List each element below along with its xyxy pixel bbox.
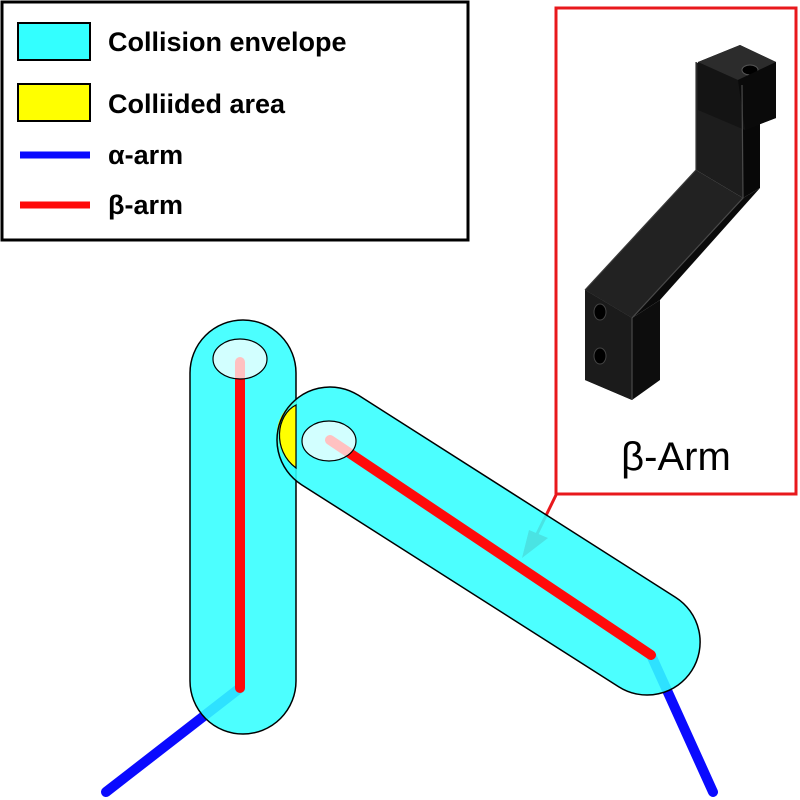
- legend-swatch-collision-envelope: [17, 22, 91, 61]
- inset-panel: β-Arm: [554, 6, 798, 496]
- legend: Collision envelope Colliided area α-arm …: [0, 0, 470, 242]
- fiber-end-left: [212, 338, 268, 380]
- inset-caption: β-Arm: [621, 435, 731, 479]
- beta-arm-right: [325, 435, 656, 660]
- beta-arm-part-render-icon: [584, 45, 776, 400]
- legend-swatch-collided-area: [17, 83, 91, 122]
- legend-label-collided-area: Colliided area: [108, 89, 286, 119]
- legend-label-collision-envelope: Collision envelope: [108, 27, 347, 57]
- legend-label-alpha-arm: α-arm: [108, 140, 183, 170]
- legend-label-beta-arm: β-arm: [108, 190, 183, 220]
- collided-area-overlap: [278, 404, 297, 470]
- fiber-end-right: [301, 420, 357, 462]
